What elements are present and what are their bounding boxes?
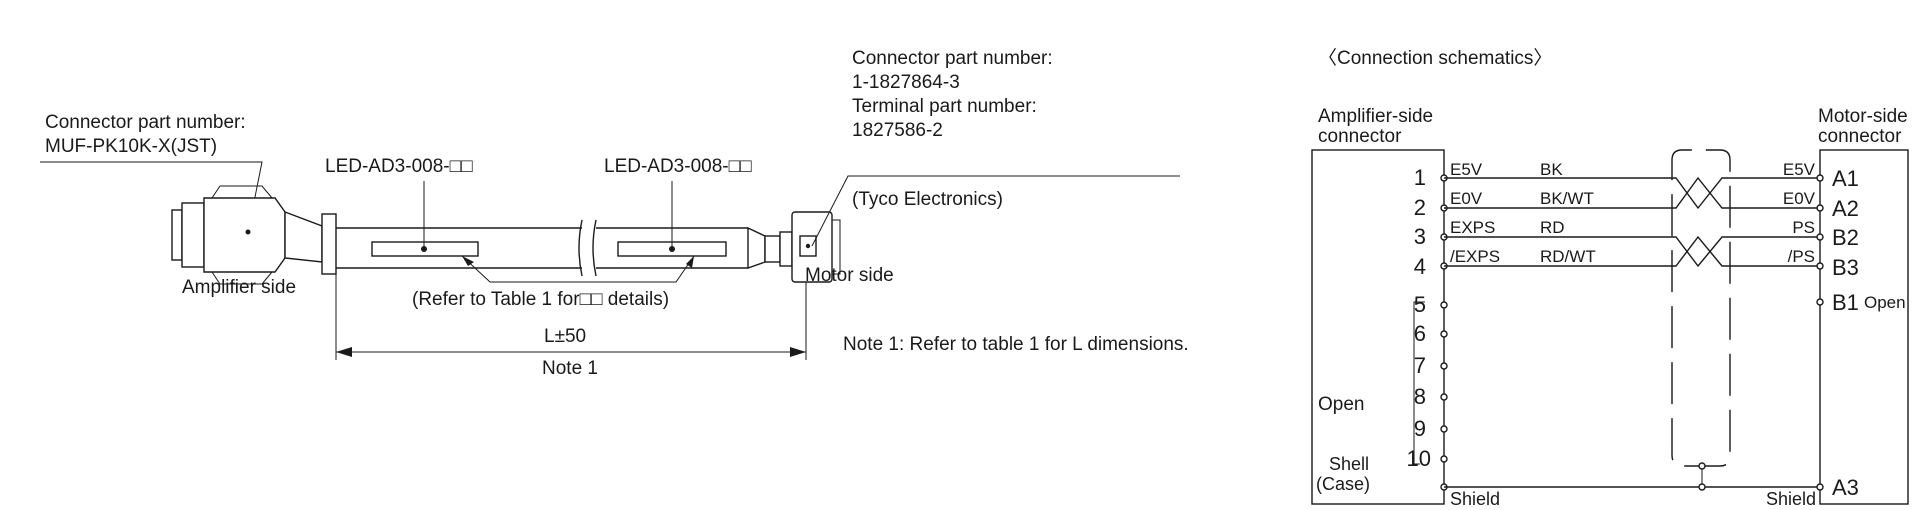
amp-connector <box>171 185 337 285</box>
signals-right: E5V E0V PS /PS <box>1783 160 1816 266</box>
amp-pins: 1 2 3 4 5 6 7 8 9 10 <box>1407 165 1431 471</box>
wire-exps <box>1444 236 1820 268</box>
motor-header-line1: Motor-side <box>1818 106 1908 127</box>
wires <box>1444 176 1820 488</box>
open-label: Open <box>1318 394 1364 415</box>
sig-left-4: /EXPS <box>1450 247 1500 266</box>
wire-colors: BK BK/WT RD RD/WT <box>1540 160 1596 266</box>
length-dimension <box>335 274 807 360</box>
motor-pin-b1: B1 <box>1832 290 1859 315</box>
motor-pin-a1: A1 <box>1832 166 1859 191</box>
cable-left-segment <box>336 219 583 277</box>
shell-label: Shell <box>1329 454 1369 474</box>
refer-bracket <box>461 255 695 283</box>
shield-label-right: Shield <box>1766 489 1816 509</box>
b1-open-label: Open <box>1864 293 1906 312</box>
amp-pin-2: 2 <box>1414 195 1426 220</box>
amp-pin-3: 3 <box>1414 224 1426 249</box>
sig-left-3: EXPS <box>1450 218 1495 237</box>
motor-connector-leader <box>811 175 1180 247</box>
amp-pin-7: 7 <box>1414 353 1426 378</box>
motor-header-line2: connector <box>1818 126 1902 147</box>
shield-label-left: Shield <box>1450 489 1500 509</box>
sig-right-4: /PS <box>1788 247 1815 266</box>
amp-pin-8: 8 <box>1414 384 1426 409</box>
cable-label-right: LED-AD3-008-□□ <box>604 156 752 177</box>
sig-right-2: E0V <box>1783 189 1816 208</box>
amp-connector-part: MUF-PK10K-X(JST) <box>45 136 217 157</box>
motor-side-connector-box <box>1819 149 1909 505</box>
signals-left: E5V E0V EXPS /EXPS <box>1450 160 1500 266</box>
note1-text: Note 1: Refer to table 1 for L dimension… <box>843 334 1189 355</box>
motor-side-label: Motor side <box>805 265 894 286</box>
sig-left-1: E5V <box>1450 160 1483 179</box>
open-bracket <box>1413 301 1425 465</box>
sig-left-2: E0V <box>1450 189 1483 208</box>
motor-pin-b3: B3 <box>1832 255 1859 280</box>
sig-right-3: PS <box>1792 218 1815 237</box>
length-label: L±50 <box>544 326 586 347</box>
amp-header-line2: connector <box>1318 126 1402 147</box>
length-note: Note 1 <box>542 358 598 379</box>
cable-label-left: LED-AD3-008-□□ <box>325 156 473 177</box>
wire-nexps <box>1444 235 1820 267</box>
color-3: RD <box>1540 218 1565 237</box>
motor-pin-b2: B2 <box>1832 225 1859 250</box>
motor-maker: (Tyco Electronics) <box>852 189 1003 210</box>
motor-pin-a2: A2 <box>1832 196 1859 221</box>
motor-terminal-label: Terminal part number: <box>852 96 1037 117</box>
cable-right-segment <box>592 219 793 277</box>
motor-connector-part: 1-1827864-3 <box>852 72 960 93</box>
color-1: BK <box>1540 160 1563 179</box>
cable-drawing: Connector part number: MUF-PK10K-X(JST) <box>40 48 1189 379</box>
amp-connector-label: Connector part number: <box>45 112 246 133</box>
amp-pin-4: 4 <box>1414 254 1426 279</box>
wire-e5v <box>1444 177 1820 210</box>
connection-schematic: 〈Connection schematics〉 Amplifier-side c… <box>1311 47 1909 509</box>
motor-connector <box>791 211 841 283</box>
amp-side-connector-box <box>1311 149 1445 505</box>
color-4: RD/WT <box>1540 247 1596 266</box>
amp-pin-6: 6 <box>1414 321 1426 346</box>
amp-pin-1: 1 <box>1414 165 1426 190</box>
amp-pin-9: 9 <box>1414 416 1426 441</box>
motor-connector-label: Connector part number: <box>852 48 1053 69</box>
motor-terminal-part: 1827586-2 <box>852 120 943 141</box>
color-2: BK/WT <box>1540 189 1594 208</box>
wire-e0v <box>1444 176 1820 209</box>
amp-header-line1: Amplifier-side <box>1318 106 1433 127</box>
case-label: (Case) <box>1316 474 1370 494</box>
amp-pin-10: 10 <box>1407 446 1431 471</box>
motor-terminals <box>1816 174 1824 491</box>
amp-pin-5: 5 <box>1414 292 1426 317</box>
schematic-title: 〈Connection schematics〉 <box>1318 47 1552 69</box>
motor-pins: A1 A2 B2 B3 B1 Open A3 <box>1832 166 1906 500</box>
shield-enclosure <box>1671 149 1731 491</box>
refer-note: (Refer to Table 1 for□□ details) <box>412 289 669 310</box>
sig-right-1: E5V <box>1783 160 1816 179</box>
motor-pin-a3: A3 <box>1832 475 1859 500</box>
amplifier-side-label: Amplifier side <box>182 277 296 298</box>
